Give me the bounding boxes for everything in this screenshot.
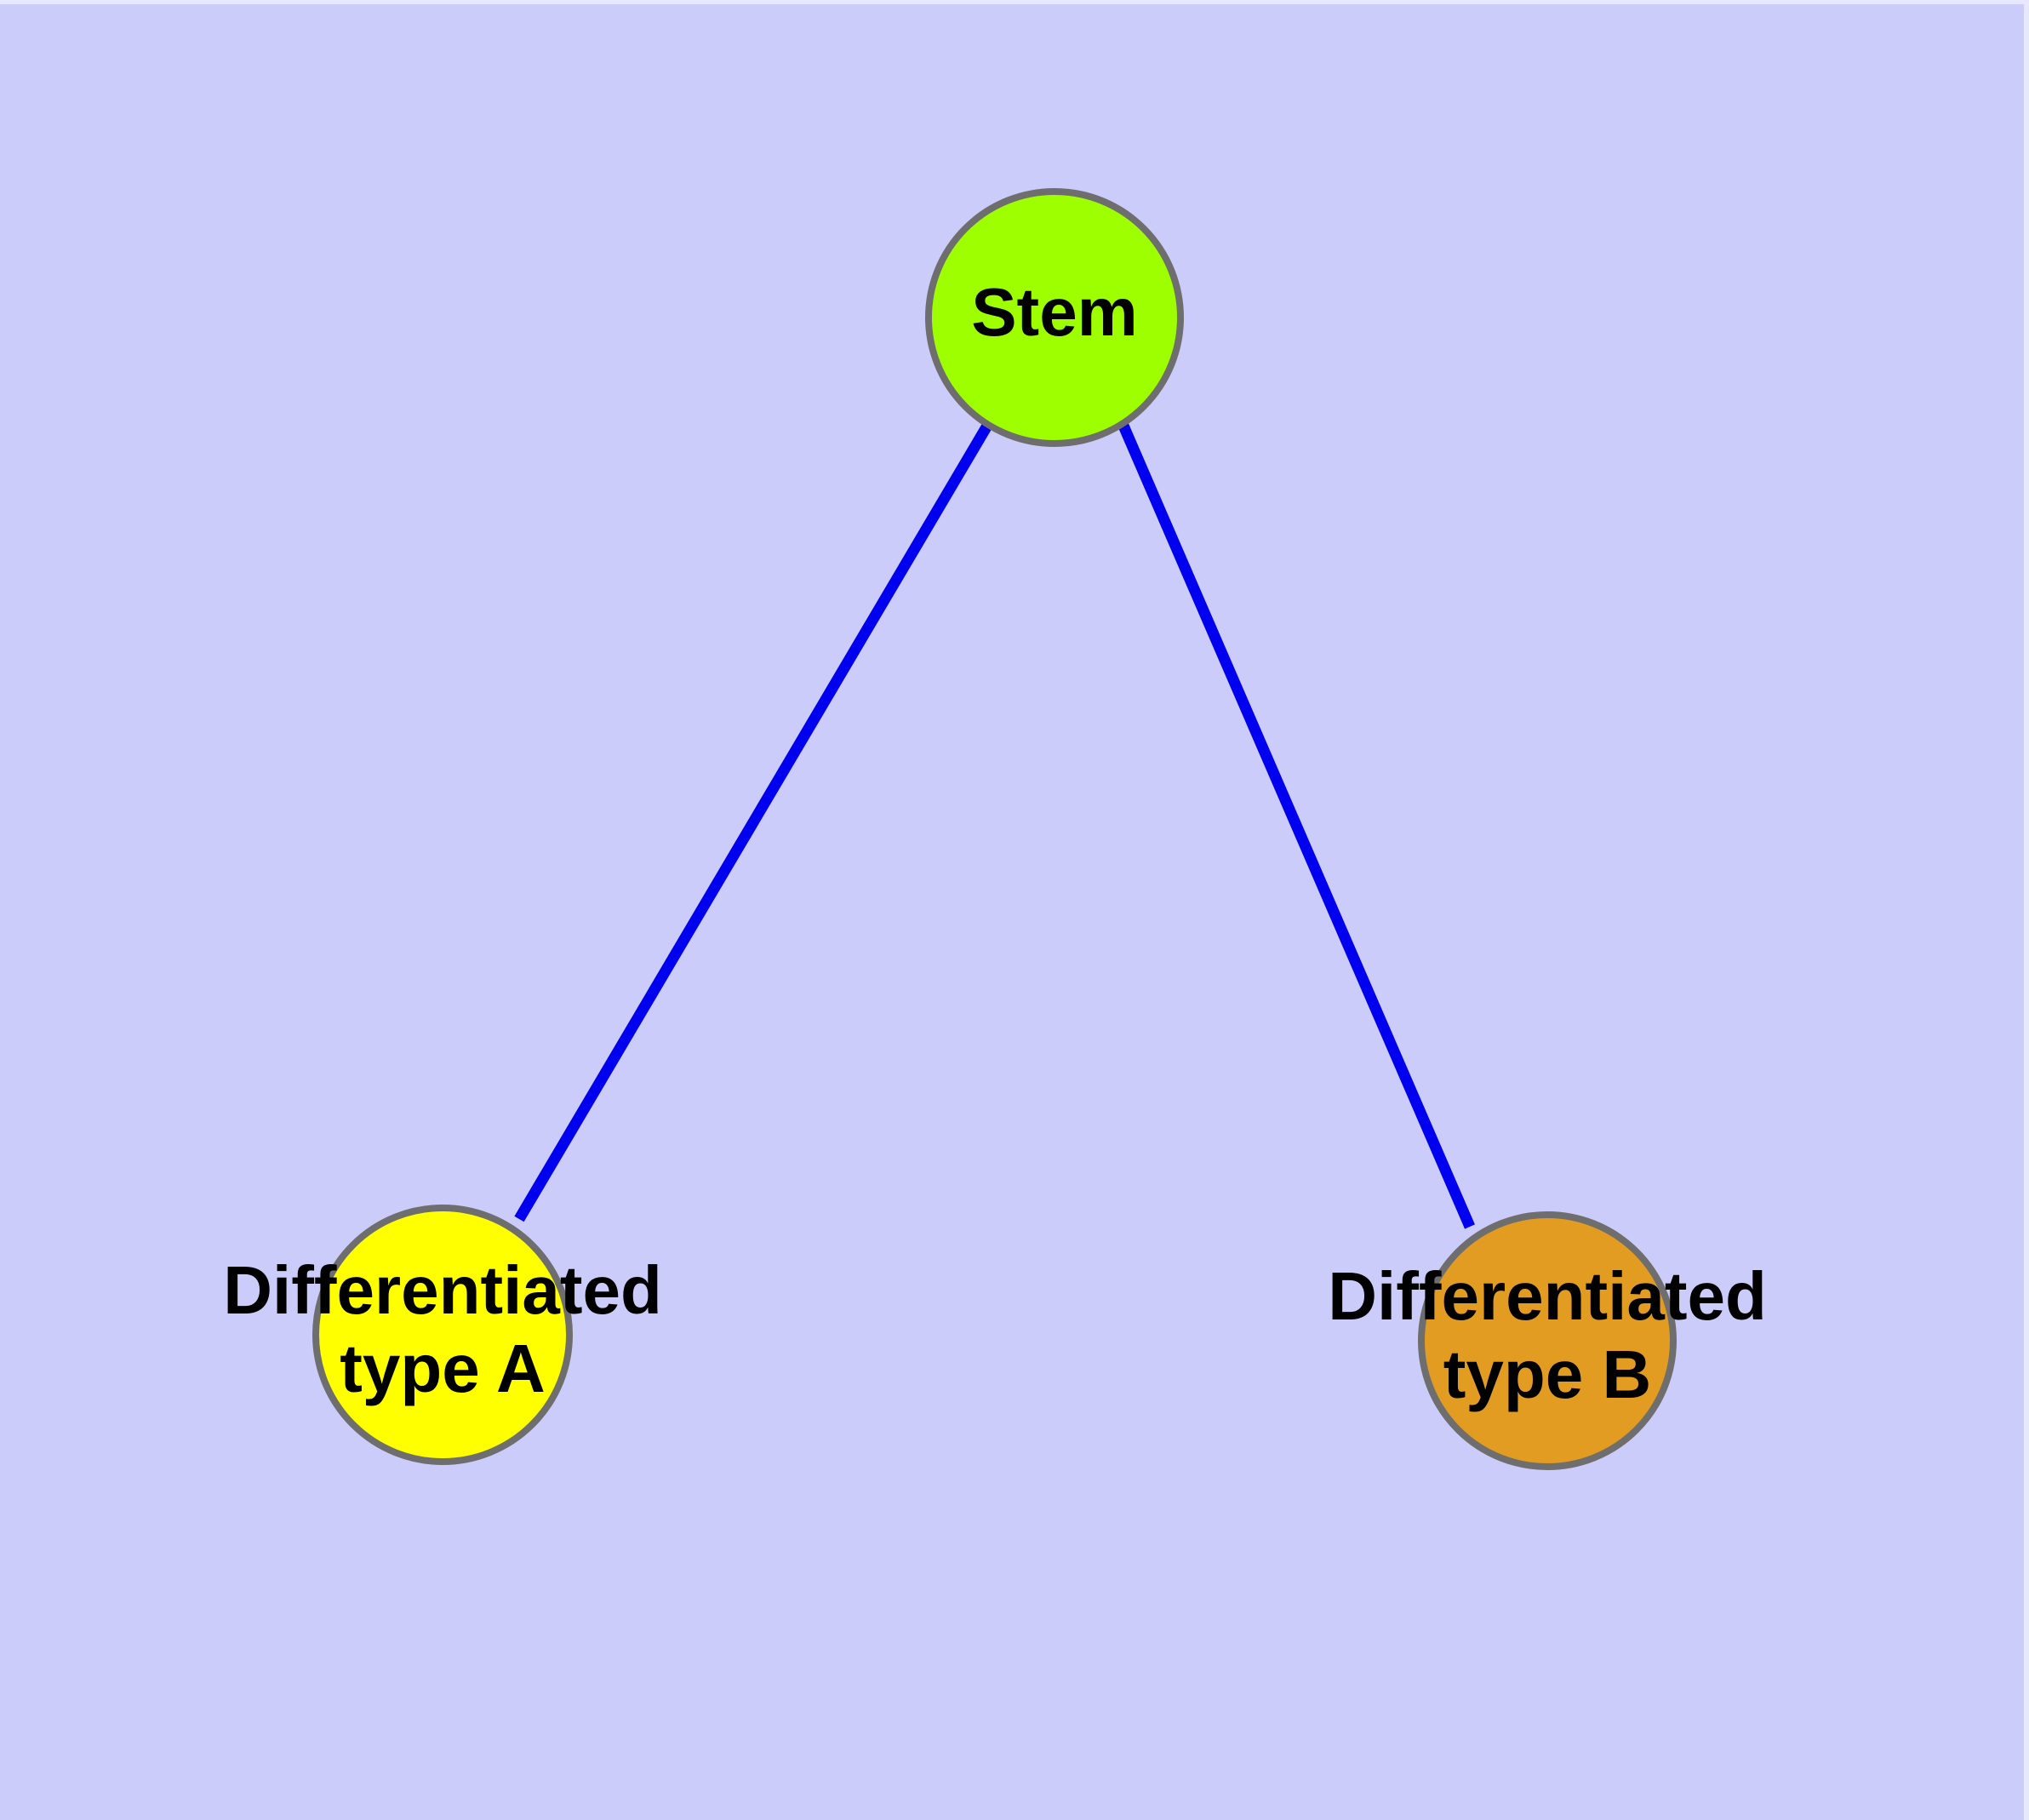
node-differentiated-type-b-circle[interactable] xyxy=(1418,1211,1677,1470)
canvas-top-edge-strip xyxy=(0,0,2029,4)
node-differentiated-type-a-circle[interactable] xyxy=(312,1205,573,1465)
canvas-right-edge-strip xyxy=(2024,0,2029,1820)
node-stem-circle[interactable] xyxy=(925,188,1184,447)
edge-stem-to-differentiated-type-a[interactable] xyxy=(514,422,992,1222)
node-stem[interactable]: Stem xyxy=(925,188,1184,447)
edge-stem-to-differentiated-type-b[interactable] xyxy=(1118,423,1475,1229)
node-stem-label: Stem xyxy=(971,274,1138,350)
edge-layer xyxy=(514,422,1475,1229)
